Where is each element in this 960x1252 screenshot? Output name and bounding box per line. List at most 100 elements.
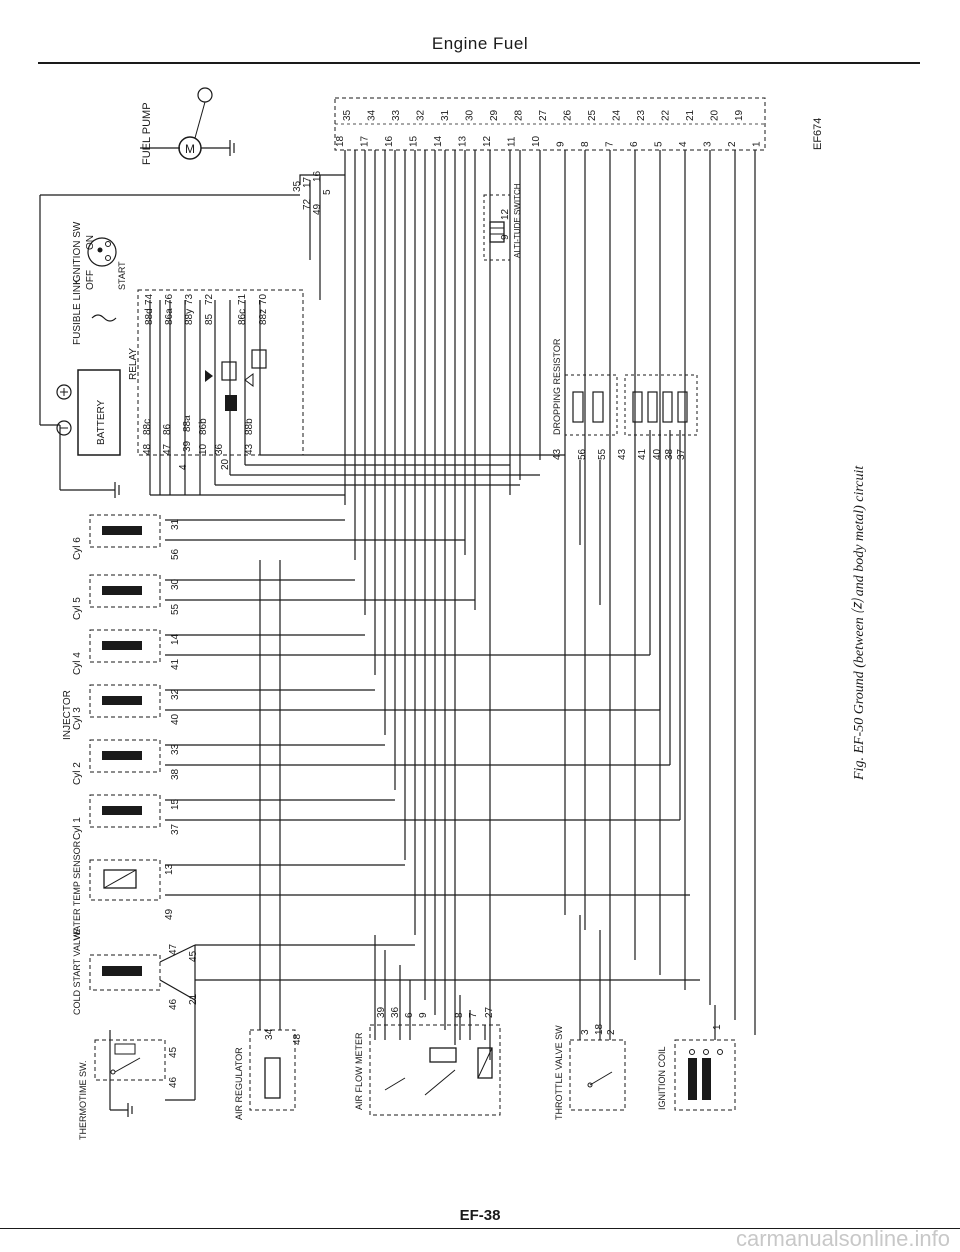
- terminal-number: 2: [606, 1029, 617, 1035]
- label-cyl1: Cyl 1: [72, 817, 83, 840]
- injector-cyl1: [89, 794, 161, 828]
- terminal-number: 1: [712, 1024, 723, 1030]
- connector-pin-label: 28: [514, 109, 525, 121]
- connector-pin-label: 3: [703, 141, 714, 147]
- terminal-number: 9: [500, 234, 511, 240]
- air-flow-meter: [369, 1024, 501, 1116]
- terminal-number: 88a: [182, 415, 193, 432]
- terminal-number: 46: [168, 1076, 179, 1088]
- cold-start-valve: [89, 944, 196, 1001]
- connector-pin-label: 13: [458, 135, 469, 147]
- terminal-number: 3: [580, 1029, 591, 1035]
- connector-pin-label: 20: [710, 109, 721, 121]
- terminal-number: 48: [292, 1033, 303, 1045]
- terminal-labels: 88d7486a7688y73857286c7188z704888c478639…: [142, 170, 723, 1088]
- terminal-number: 21: [188, 993, 199, 1005]
- connector-pin-label: 31: [440, 109, 451, 121]
- terminal-number: 36: [214, 443, 225, 455]
- connector-pin-label: 34: [367, 109, 378, 121]
- terminal-number: 12: [500, 208, 511, 220]
- connector-pin-label: 17: [360, 135, 371, 147]
- terminal-number: 13: [164, 863, 175, 875]
- connector-pin-label: 8: [580, 141, 591, 147]
- connector-pin-label: 6: [629, 141, 640, 147]
- connector-pin-label: 1: [752, 141, 763, 147]
- terminal-number: 36: [390, 1006, 401, 1018]
- label-cyl4: Cyl 4: [72, 652, 83, 675]
- terminal-number: 88y: [184, 309, 195, 325]
- terminal-number: 88c: [142, 419, 153, 435]
- connector-pin-label: 35: [342, 109, 353, 121]
- water-temp-sensor: [89, 859, 161, 901]
- terminal-number: 88b: [244, 418, 255, 435]
- label-throttle-valve-sw: THROTTLE VALVE SW: [554, 1025, 564, 1120]
- label-thermotime-sw: THERMOTIME SW.: [78, 1061, 88, 1141]
- terminal-number: 86a: [164, 308, 175, 325]
- terminal-number: 49: [164, 908, 175, 920]
- connector-pin-label: 32: [416, 109, 427, 121]
- connector-pin-label: 27: [538, 109, 549, 121]
- label-ignition-coil: IGNITION COIL: [657, 1046, 667, 1110]
- terminal-number: 37: [676, 448, 687, 460]
- connector-pin-label: 7: [605, 141, 616, 147]
- terminal-number: 18: [594, 1023, 605, 1035]
- terminal-number: 31: [170, 518, 181, 530]
- fuel-pump: M: [178, 87, 235, 160]
- injector-cyl5: [89, 574, 161, 608]
- ignition-switch: [87, 237, 117, 267]
- terminal-number: 39: [182, 440, 193, 452]
- terminal-number: 86: [162, 423, 173, 435]
- page-title: Engine Fuel: [431, 34, 529, 53]
- connector-pin-label: 5: [654, 141, 665, 147]
- terminal-number: 40: [170, 713, 181, 725]
- terminal-number: 5: [322, 189, 333, 195]
- page-number: EF-38: [459, 1207, 501, 1224]
- terminal-number: 34: [264, 1028, 275, 1040]
- terminal-number: 41: [637, 448, 648, 460]
- connector-pin-label: 22: [661, 109, 672, 121]
- terminal-number: 15: [170, 798, 181, 810]
- terminal-number: 88z: [258, 309, 269, 325]
- label-fuel-pump: FUEL PUMP: [141, 102, 153, 165]
- terminal-number: 43: [552, 448, 563, 460]
- air-regulator: [249, 1029, 296, 1111]
- label-sw-off: OFF: [85, 270, 96, 290]
- dropping-resistor-lower: [624, 374, 698, 436]
- label-injector: INJECTOR: [62, 690, 73, 740]
- relay-box: [137, 289, 304, 456]
- dropping-resistor-upper: [564, 374, 618, 436]
- connector-pin-label: 25: [587, 109, 598, 121]
- label-air-regulator: AIR REGULATOR: [234, 1047, 244, 1120]
- terminal-number: 37: [170, 823, 181, 835]
- terminal-number: 73: [184, 293, 195, 305]
- connector-pin-label: 2: [727, 141, 738, 147]
- label-ignition-sw: IGNITION SW: [72, 221, 83, 285]
- connector-pin-label: 16: [384, 135, 395, 147]
- terminal-number: 33: [170, 743, 181, 755]
- terminal-number: 74: [144, 293, 155, 305]
- terminal-number: 17: [302, 176, 313, 188]
- connector-pin-label: 9: [556, 141, 567, 147]
- label-fusible-link: FUSIBLE LINK: [72, 278, 83, 345]
- injector-cyl2: [89, 739, 161, 773]
- connector-pin-label: 18: [335, 135, 346, 147]
- terminal-number: 86c: [237, 309, 248, 325]
- label-sw-on: ON: [85, 235, 96, 250]
- terminal-number: 48: [142, 443, 153, 455]
- injector-cyl3: [89, 684, 161, 718]
- label-cold-start-valve: COLD START VALVE: [72, 929, 82, 1015]
- connector-pin-label: 23: [636, 109, 647, 121]
- battery: [56, 369, 121, 498]
- terminal-number: 76: [164, 293, 175, 305]
- terminal-number: 45: [188, 950, 199, 962]
- label-cyl5: Cyl 5: [72, 597, 83, 620]
- connector-pin-label: 33: [391, 109, 402, 121]
- terminal-number: 70: [258, 293, 269, 305]
- terminal-number: 8: [454, 1012, 465, 1018]
- terminal-number: 40: [652, 448, 663, 460]
- terminal-number: 16: [312, 170, 323, 182]
- motor-symbol: M: [185, 142, 195, 156]
- ignition-coil: [674, 1039, 736, 1111]
